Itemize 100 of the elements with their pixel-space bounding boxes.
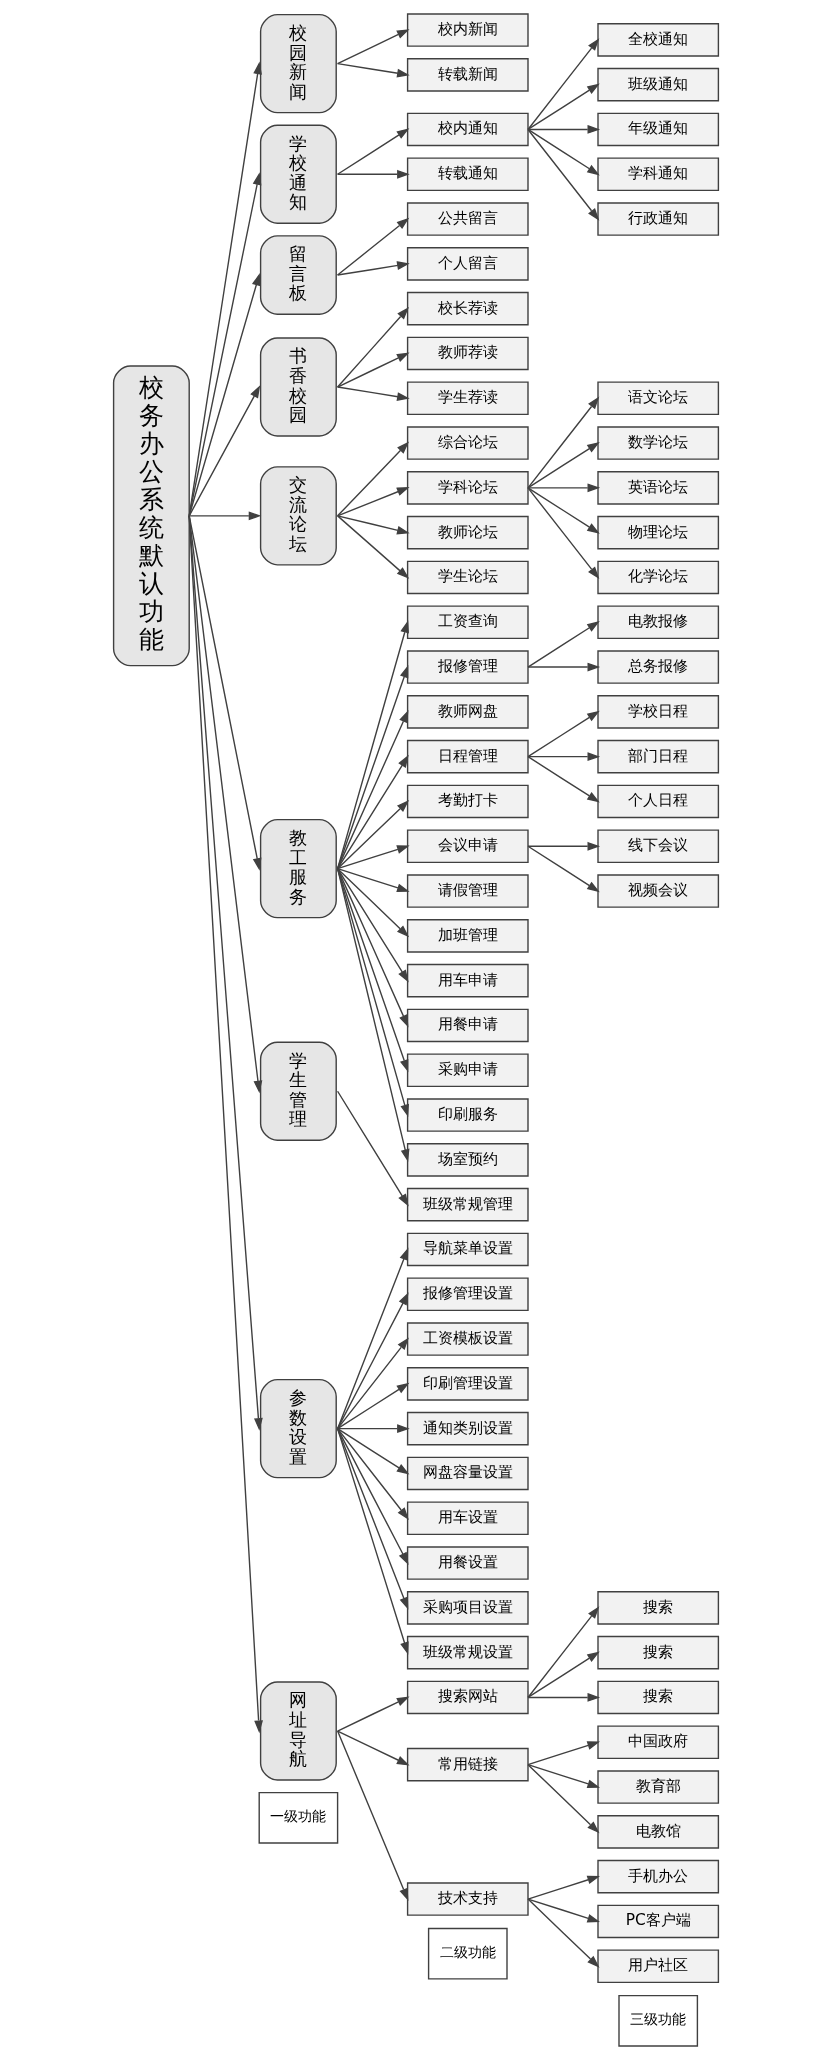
node-box: 视频会议 [596, 874, 719, 908]
arrow [336, 1730, 409, 1766]
arrow [526, 125, 600, 134]
node-box: 学校日程 [596, 695, 719, 729]
node-box: 学科通知 [596, 157, 719, 192]
node-box: 校内新闻 [406, 13, 529, 47]
arrow [336, 441, 409, 517]
node-box: 转载新闻 [406, 58, 529, 92]
arrow [336, 128, 409, 175]
node-box: 技术支持 [406, 1882, 529, 1916]
node-box: 参数设置 [259, 1378, 337, 1479]
arrow [336, 867, 409, 983]
arrow [336, 709, 408, 870]
node-box: 学生荐读 [406, 381, 529, 416]
arrow [336, 665, 408, 870]
arrow [188, 61, 262, 517]
arrow [336, 217, 409, 276]
arrow [526, 621, 600, 668]
arrow [188, 515, 262, 1094]
arrow [526, 662, 600, 672]
arrow [526, 1898, 600, 1923]
arrow [336, 800, 409, 870]
arrow [526, 441, 600, 489]
node-box: 用户社区 [596, 1949, 719, 1984]
arrow [526, 752, 600, 762]
node-box: 教育部 [596, 1770, 719, 1804]
arrow [336, 386, 410, 401]
node-box: 通知类别设置 [406, 1411, 529, 1446]
node-box: 校内通知 [406, 112, 529, 147]
arrow [336, 29, 409, 65]
arrow [336, 620, 409, 870]
node-box: 转载通知 [406, 157, 529, 192]
node-box: 考勤打卡 [406, 784, 529, 819]
arrow [336, 1696, 409, 1732]
node-box: 个人留言 [406, 247, 529, 281]
node-box: 校务办公系统默认功能 [112, 365, 190, 667]
node-box: 学校通知 [259, 124, 337, 224]
node-box: 公共留言 [406, 202, 529, 236]
node-box: 学科论坛 [406, 471, 529, 505]
arrow [526, 1606, 599, 1699]
node-box: 中国政府 [596, 1725, 719, 1760]
node-box: 报修管理 [406, 650, 529, 684]
arrow [336, 1427, 409, 1520]
node-box: 搜索 [596, 1635, 719, 1670]
node-box: 常用链接 [406, 1747, 529, 1782]
node-box: 交流论坛 [259, 466, 337, 566]
arrow [336, 1427, 409, 1565]
node-box: 校长荐读 [406, 291, 529, 326]
arrow [526, 128, 600, 176]
node-box: 电教馆 [596, 1815, 719, 1849]
node-box: 请假管理 [406, 874, 529, 908]
arrow [336, 1090, 409, 1207]
arrow [188, 515, 263, 1431]
arrow [526, 487, 599, 580]
node-box: 行政通知 [596, 202, 719, 236]
node-box: 线下会议 [596, 829, 719, 864]
node-box: 教师网盘 [406, 695, 529, 729]
arrow [336, 487, 410, 517]
node-box: 班级常规管理 [406, 1187, 529, 1222]
arrow [188, 385, 260, 517]
node-box: 用车申请 [406, 963, 529, 998]
node-box: 班级通知 [596, 67, 719, 102]
node-box: 化学论坛 [596, 560, 719, 595]
node-box: 搜索 [596, 1591, 719, 1625]
arrow [526, 487, 600, 534]
arrow [336, 1424, 410, 1434]
arrow [526, 755, 600, 803]
node-box: 网盘容量设置 [406, 1456, 529, 1491]
arrow [188, 511, 261, 521]
arrow [188, 515, 263, 1734]
node-box: 留言板 [259, 235, 337, 315]
arrow [336, 867, 410, 893]
node-box: PC客户端 [596, 1904, 719, 1939]
arrow [526, 1693, 600, 1702]
arrow [526, 483, 600, 493]
node-box: 英语论坛 [596, 471, 719, 505]
node-box: 学生论坛 [406, 560, 529, 595]
node-box: 书香校园 [259, 337, 337, 437]
node-box: 教师论坛 [406, 515, 529, 550]
node-box: 年级通知 [596, 112, 719, 147]
node-box: 全校通知 [596, 23, 719, 57]
arrow [336, 515, 410, 535]
node-box: 数学论坛 [596, 426, 719, 460]
node-box: 报修管理设置 [406, 1277, 529, 1312]
arrow [336, 1427, 409, 1475]
node-box: 会议申请 [406, 829, 529, 864]
node-box: 导航菜单设置 [406, 1232, 529, 1267]
node-box: 搜索网站 [406, 1680, 529, 1715]
node-box: 加班管理 [406, 919, 529, 953]
node-box: 印刷管理设置 [406, 1367, 529, 1401]
node-box: 日程管理 [406, 739, 529, 774]
node-box: 校园新闻 [259, 13, 337, 114]
arrow [336, 867, 408, 1028]
node-box: 学生管理 [259, 1041, 337, 1141]
node-box: 语文论坛 [596, 381, 719, 416]
arrow [336, 307, 409, 388]
arrow [336, 1427, 409, 1655]
arrow [526, 710, 600, 758]
arrow [336, 515, 409, 579]
arrow [336, 169, 410, 179]
